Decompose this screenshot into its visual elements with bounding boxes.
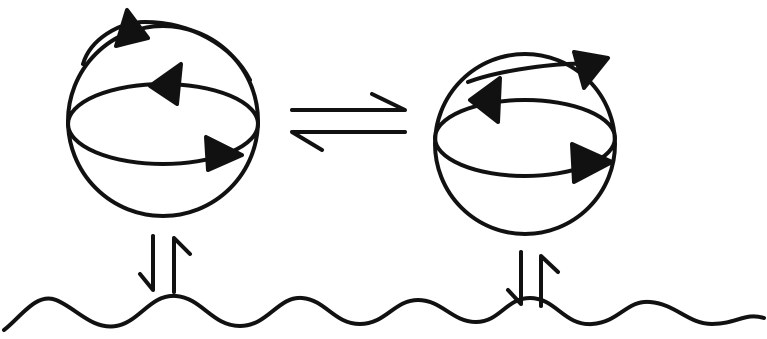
horizontal-equilibrium-arrows — [292, 94, 405, 150]
right-bottom-arrowhead — [572, 144, 612, 182]
wavy-surface-line — [4, 296, 764, 330]
left-sphere-top-orbit — [83, 22, 250, 80]
right-mid-arrowhead — [470, 78, 500, 122]
left-vertical-equilibrium-arrows — [140, 236, 190, 292]
left-mid-arrowhead — [150, 64, 181, 104]
left-bottom-arrowhead — [206, 137, 242, 170]
right-sphere — [435, 52, 615, 234]
left-sphere — [68, 10, 258, 216]
